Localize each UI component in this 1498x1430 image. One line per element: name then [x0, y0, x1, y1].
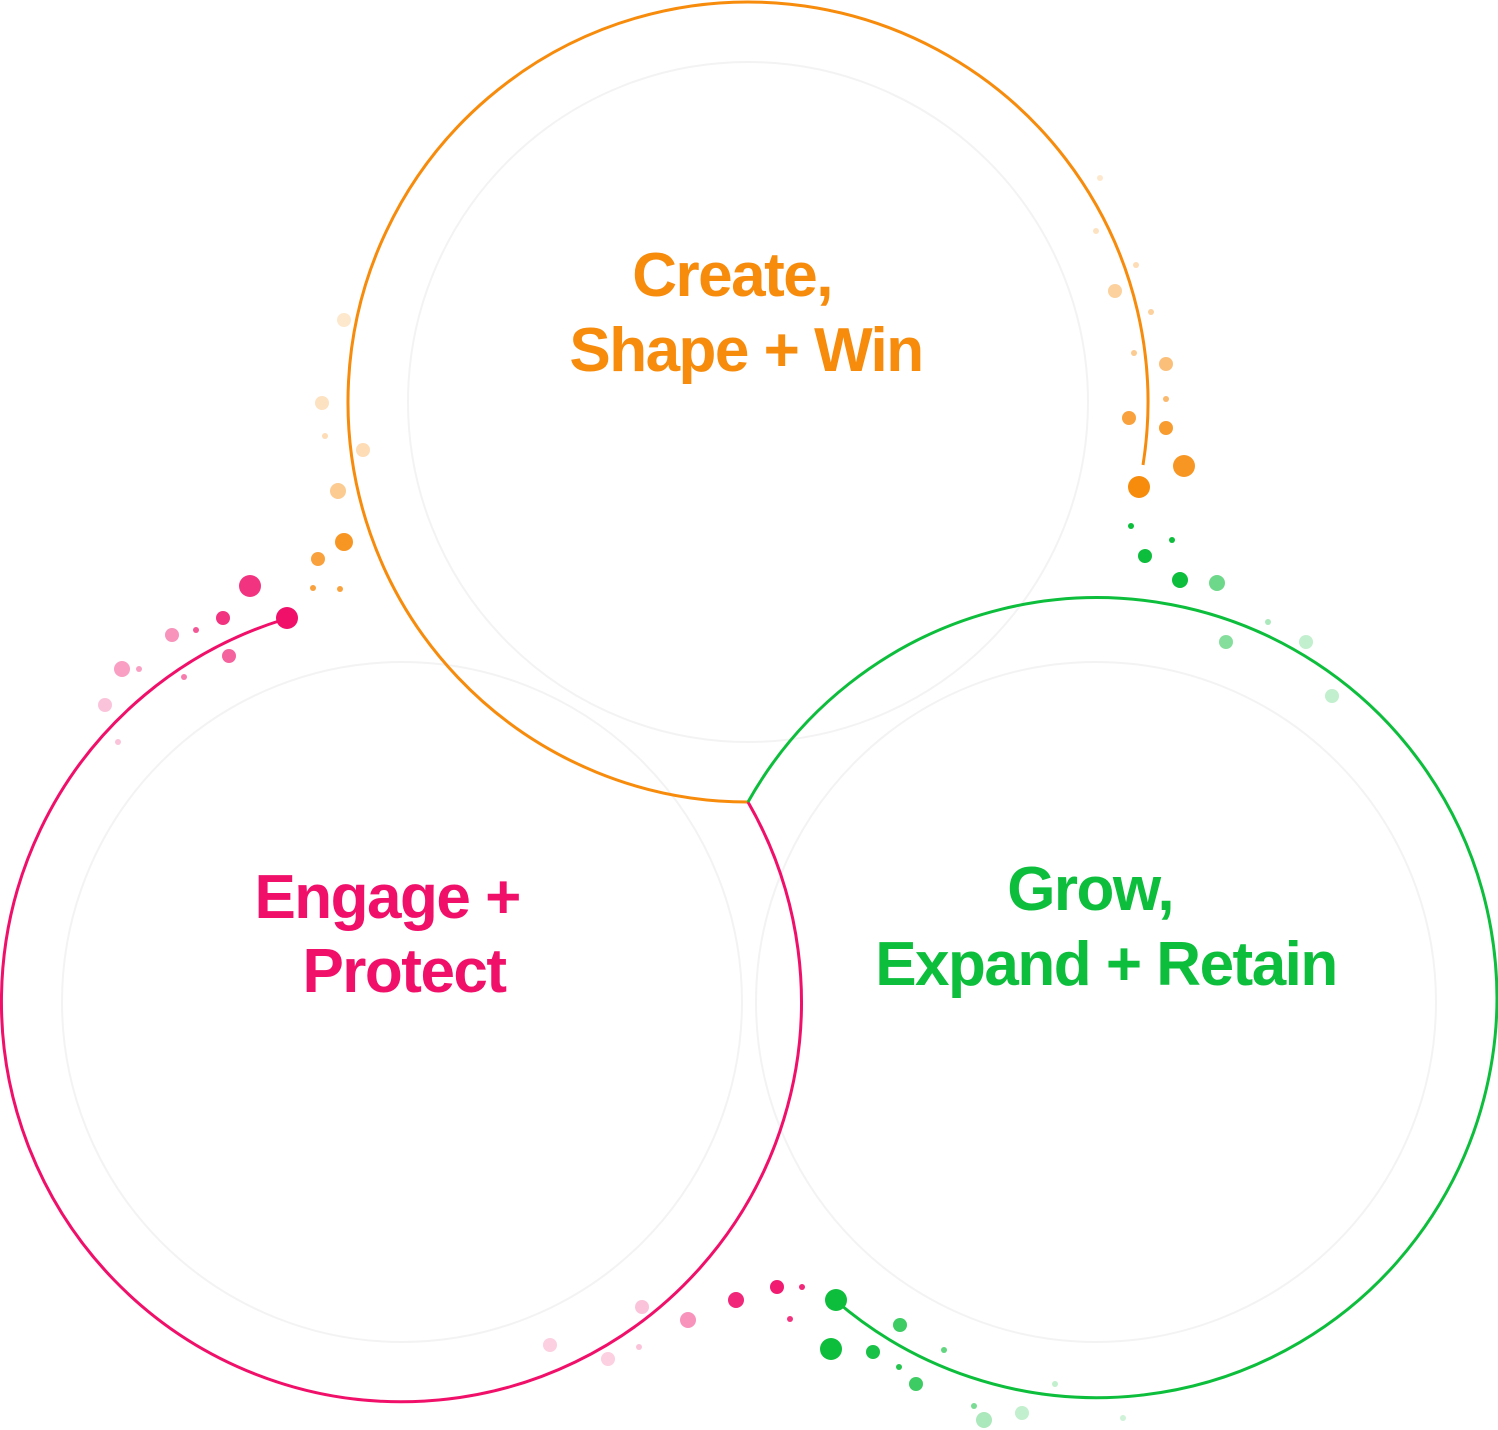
- trail-dot: [1138, 549, 1152, 563]
- trail-dot: [114, 661, 130, 677]
- right-label-line1: Grow,: [1007, 855, 1173, 924]
- trail-dot: [335, 533, 353, 551]
- trail-dot: [893, 1318, 907, 1332]
- trail-dot: [1131, 350, 1137, 356]
- trail-dot: [1128, 523, 1134, 529]
- left-circle-arc: [0, 618, 803, 1404]
- trail-dot: [896, 1364, 902, 1370]
- left-inner-ring: [61, 661, 743, 1343]
- trail-dot: [680, 1312, 696, 1328]
- top-inner-ring: [407, 61, 1089, 743]
- trail-dot: [1325, 689, 1339, 703]
- trail-dot: [1097, 175, 1103, 181]
- trail-dot: [181, 674, 187, 680]
- trail-dot: [1219, 635, 1233, 649]
- trail-dot: [239, 575, 261, 597]
- trail-dot: [276, 607, 298, 629]
- trail-dot: [115, 739, 121, 745]
- trail-dot: [330, 483, 346, 499]
- trail-dot: [820, 1338, 842, 1360]
- trail-dot: [1148, 309, 1154, 315]
- right-circle-arc: [746, 596, 1498, 1400]
- trail-dot: [1172, 572, 1188, 588]
- trail-dot: [976, 1412, 992, 1428]
- trail-dot: [1163, 396, 1169, 402]
- trail-dot: [770, 1280, 784, 1294]
- trail-dot: [315, 396, 329, 410]
- trail-dot: [193, 627, 199, 633]
- trail-dot: [356, 443, 370, 457]
- top-circle-label: Create, Shape + Win: [569, 241, 922, 385]
- left-circle-label: Engage + Protect: [254, 863, 535, 1006]
- inner-rings: [61, 61, 1437, 1343]
- trail-dot: [1265, 619, 1271, 625]
- trail-dot: [601, 1352, 615, 1366]
- trail-dot: [136, 666, 142, 672]
- trail-dot: [337, 313, 351, 327]
- right-inner-ring: [755, 661, 1437, 1343]
- top-label-line2: Shape + Win: [569, 316, 922, 385]
- trail-dot: [1108, 284, 1122, 298]
- trail-dot: [1159, 421, 1173, 435]
- trail-dot: [165, 628, 179, 642]
- top-dot-trail: [310, 175, 1195, 592]
- trail-dot: [728, 1292, 744, 1308]
- trail-dot: [909, 1377, 923, 1391]
- trail-dot: [1159, 357, 1173, 371]
- left-label-line1: Engage +: [254, 863, 519, 932]
- trail-dot: [1133, 262, 1139, 268]
- trail-dot: [310, 585, 316, 591]
- trail-dot: [971, 1403, 977, 1409]
- left-dot-trail: [98, 575, 805, 1366]
- trail-dot: [1128, 476, 1150, 498]
- left-label-line2: Protect: [302, 937, 506, 1006]
- trail-dot: [216, 611, 230, 625]
- trail-dot: [825, 1289, 847, 1311]
- right-circle-label: Grow, Expand + Retain: [875, 855, 1337, 999]
- trail-dot: [543, 1338, 557, 1352]
- top-circle-arc: [346, 0, 1150, 804]
- trail-dot: [322, 433, 328, 439]
- trail-dot: [787, 1316, 793, 1322]
- trail-dot: [311, 552, 325, 566]
- trail-dot: [1093, 228, 1099, 234]
- trail-dot: [1015, 1406, 1029, 1420]
- right-label-line2: Expand + Retain: [875, 930, 1337, 999]
- trail-dot: [1052, 1381, 1058, 1387]
- top-label-line1: Create,: [632, 241, 832, 310]
- trail-dot: [1169, 537, 1175, 543]
- trail-dot: [799, 1284, 805, 1290]
- trail-dot: [635, 1300, 649, 1314]
- trail-dot: [636, 1344, 642, 1350]
- trail-dot: [1122, 411, 1136, 425]
- trail-dot: [1120, 1415, 1126, 1421]
- trail-dot: [941, 1347, 947, 1353]
- trail-dot: [222, 649, 236, 663]
- trail-dot: [1209, 575, 1225, 591]
- trail-dot: [1299, 635, 1313, 649]
- trail-dot: [337, 586, 343, 592]
- trail-dot: [98, 698, 112, 712]
- trail-dot: [1173, 455, 1195, 477]
- trail-dot: [866, 1345, 880, 1359]
- right-dot-trail: [820, 523, 1339, 1428]
